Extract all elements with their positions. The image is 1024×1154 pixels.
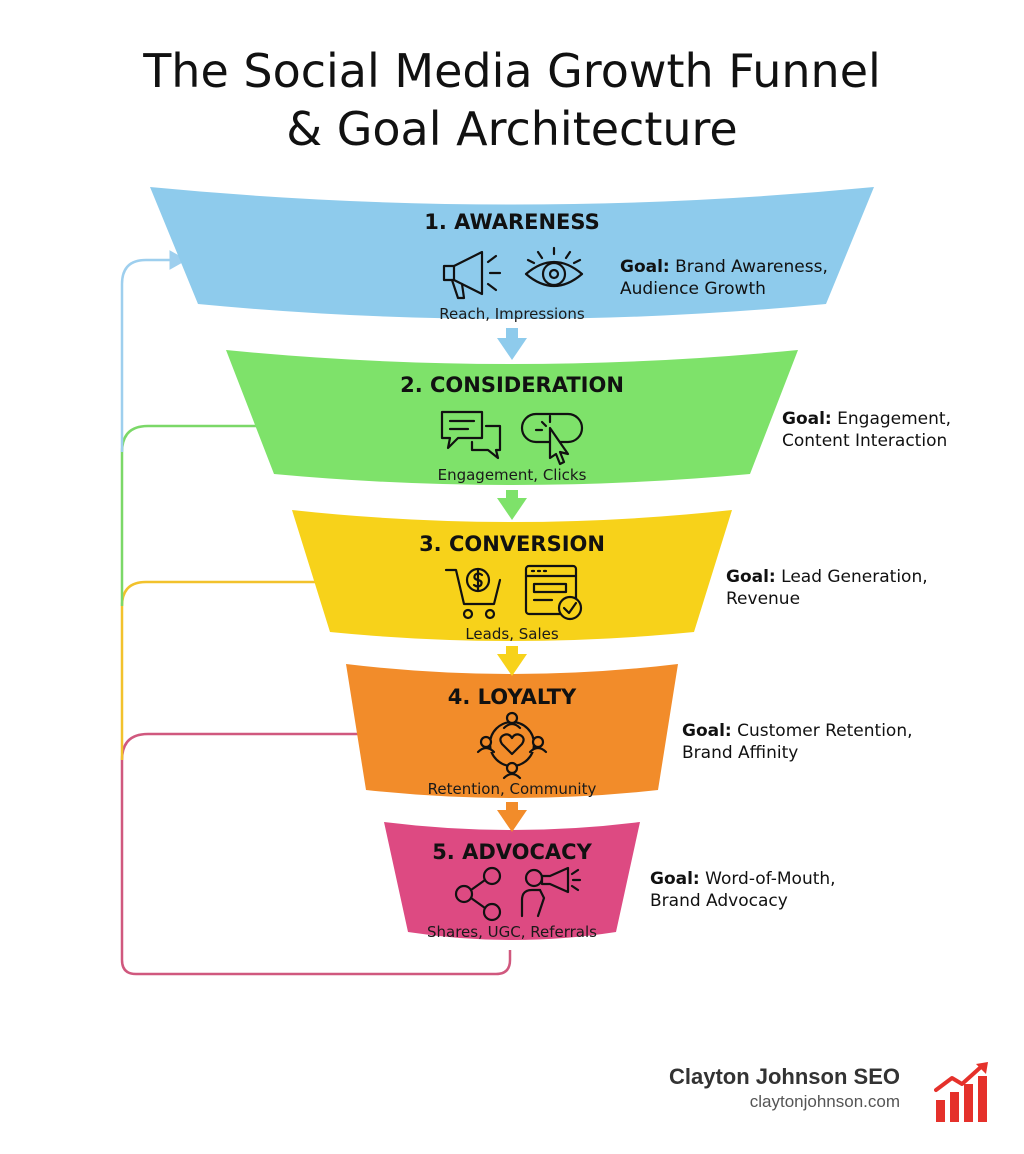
stage-2-title: 2. CONSIDERATION [400, 373, 624, 397]
arrow-2-stem [506, 490, 518, 500]
stage-5-goal-label: Goal: [650, 869, 700, 889]
bar-chart-growth-icon [934, 1062, 988, 1122]
arrow-1-head [497, 338, 527, 360]
down-arrows [497, 328, 527, 832]
page-title: The Social Media Growth Funnel & Goal Ar… [0, 42, 1024, 158]
stage-2-goal-label: Goal: [782, 409, 832, 429]
stage-3-goal-line-2: Revenue [726, 589, 801, 609]
stage-3-metrics: Leads, Sales [465, 625, 559, 643]
stage-2-goal-line-2: Content Interaction [782, 431, 948, 451]
stage-4-band [346, 664, 678, 798]
eye-icon [524, 246, 584, 287]
stage-3-band [292, 510, 732, 641]
stage-1-metrics: Reach, Impressions [439, 305, 585, 323]
brand-url: claytonjohnson.com [749, 1092, 900, 1111]
stage-4-goal-label: Goal: [682, 721, 732, 741]
stage-4-title: 4. LOYALTY [447, 685, 577, 709]
stage-1-goal: Goal: Brand Awareness, Audience Growth [620, 256, 828, 300]
stage-4-goal-line-1: Customer Retention, [737, 721, 913, 741]
arrow-4-stem [506, 802, 518, 812]
awareness-loop-line [120, 258, 176, 452]
shopping-cart-dollar-icon [444, 567, 502, 620]
person-megaphone-icon [520, 866, 582, 918]
stage-3-goal-line-1: Lead Generation, [781, 567, 928, 587]
stage-1-goal-label: Goal: [620, 257, 670, 277]
awareness-loop-arrowhead [169, 250, 188, 270]
stage-5-goal-line-1: Word-of-Mouth, [705, 869, 836, 889]
megaphone-icon [442, 250, 502, 300]
stage-3-title: 3. CONVERSION [419, 532, 605, 556]
brand-name: Clayton Johnson SEO [668, 1064, 900, 1089]
arrow-2-head [497, 498, 527, 520]
arrow-4-head [497, 810, 527, 832]
cursor-click-icon [520, 412, 584, 466]
share-network-icon [454, 866, 502, 922]
arrow-3-head [497, 654, 527, 676]
stage-4-goal-line-2: Brand Affinity [682, 743, 799, 763]
community-heart-icon [476, 711, 548, 780]
arrow-3-stem [506, 646, 518, 656]
arrow-1-stem [506, 328, 518, 340]
stage-5-title: 5. ADVOCACY [432, 840, 592, 864]
stage-3-goal-label: Goal: [726, 567, 776, 587]
stage-5-goal: Goal: Word-of-Mouth, Brand Advocacy [650, 868, 836, 912]
title-line-2: & Goal Architecture [286, 102, 738, 156]
advocacy-loop-line [120, 732, 512, 976]
stage-2-metrics: Engagement, Clicks [437, 466, 587, 484]
stage-1-goal-line-1: Brand Awareness, [675, 257, 828, 277]
stage-2-band [226, 350, 798, 485]
brand-block: Clayton Johnson SEO claytonjohnson.com [669, 1064, 900, 1112]
stage-1-goal-line-2: Audience Growth [620, 279, 766, 299]
consideration-loop-line [120, 424, 262, 606]
stage-1-band [150, 187, 874, 319]
stage-1-title: 1. AWARENESS [424, 210, 600, 234]
stage-5-band [384, 822, 640, 940]
stage-5-metrics: Shares, UGC, Referrals [427, 923, 597, 941]
stage-2-goal: Goal: Engagement, Content Interaction [782, 408, 951, 452]
title-line-1: The Social Media Growth Funnel [143, 44, 881, 98]
stage-4-goal: Goal: Customer Retention, Brand Affinity [682, 720, 913, 764]
form-check-icon [524, 564, 583, 621]
stage-4-metrics: Retention, Community [427, 780, 597, 798]
stage-3-goal: Goal: Lead Generation, Revenue [726, 566, 928, 610]
stage-2-goal-line-1: Engagement, [837, 409, 951, 429]
chat-bubbles-icon [440, 410, 502, 460]
stage-5-goal-line-2: Brand Advocacy [650, 891, 788, 911]
